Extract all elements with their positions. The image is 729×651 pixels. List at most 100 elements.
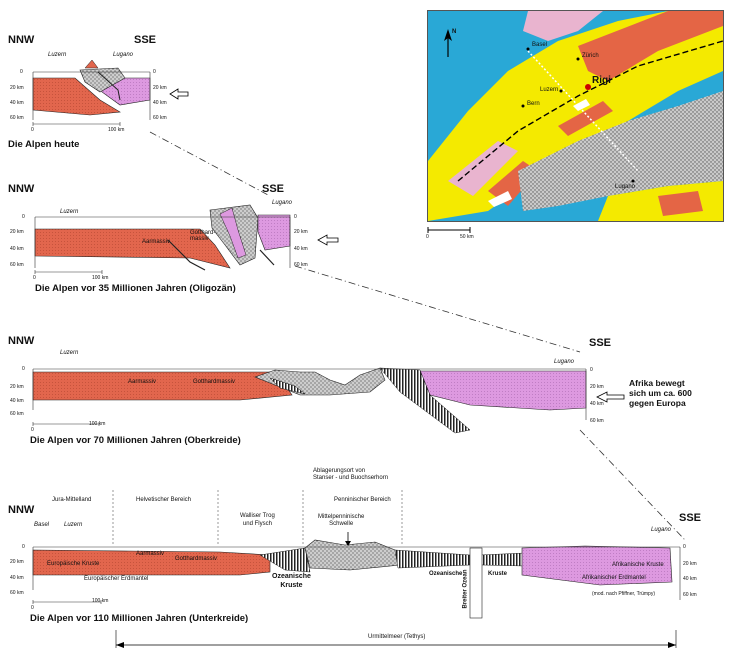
map-scale-label: 50 km	[460, 234, 474, 240]
depth-tick: 40 km	[590, 401, 604, 407]
crust-africa-label: Afrikanische Kruste	[612, 562, 664, 568]
panel1-caption: Die Alpen heute	[8, 139, 79, 150]
depth-tick: 20 km	[10, 85, 24, 91]
panel4-town-luzern: Luzern	[64, 522, 82, 528]
depth-tick: 0	[153, 69, 156, 75]
depth-tick: 60 km	[683, 592, 697, 598]
panel3-town-left: Luzern	[60, 350, 78, 356]
panel1-right-dir: SSE	[134, 34, 156, 46]
massif2-label: Gotthardmassiv	[175, 556, 217, 562]
depth-tick: 60 km	[153, 115, 167, 121]
panel4-caption: Die Alpen vor 110 Millionen Jahren (Unte…	[30, 613, 248, 624]
panel1-left-dir: NNW	[8, 34, 34, 46]
panel2-massif2: Gotthard- massiv	[190, 230, 215, 242]
crust-europe-70	[33, 372, 292, 400]
section-110-ma	[33, 490, 680, 618]
depth-tick: 40 km	[10, 246, 24, 252]
panel2-town-right: Lugano	[272, 200, 292, 206]
map-place-bern: Bern	[527, 101, 540, 107]
crust-europe-label: Europäische Kruste	[47, 561, 99, 567]
map-place-zurich: Zürich	[582, 53, 599, 59]
depth-tick: 40 km	[10, 398, 24, 404]
depth-tick: 0	[683, 544, 686, 550]
panel3-left-dir: NNW	[8, 335, 34, 347]
timeline-label: Urmittelmeer (Tethys)	[368, 634, 425, 640]
section-today	[33, 60, 150, 126]
depth-tick: 60 km	[10, 590, 24, 596]
zone-mittelpenninisch: Mittelpenninische Schwelle	[318, 514, 364, 528]
scale-label: 100 km	[108, 127, 124, 133]
depth-tick: 20 km	[10, 559, 24, 565]
panel4-right-dir: SSE	[679, 512, 701, 524]
broad-ocean-label: Breiter Ozean	[463, 569, 469, 608]
depth-tick: 0	[22, 366, 25, 372]
depth-tick: 20 km	[683, 561, 697, 567]
ocean-crust-110-b	[395, 550, 470, 568]
zone-helvetic: Helvetischer Bereich	[136, 497, 191, 503]
depth-tick: 20 km	[294, 229, 308, 235]
panel2-left-dir: NNW	[8, 183, 34, 195]
panel2-town-left: Luzern	[60, 209, 78, 215]
zone-walliser: Walliser Trog und Flysch	[240, 512, 275, 528]
depth-tick: 0	[20, 69, 23, 75]
depth-tick: 0	[22, 544, 25, 550]
oceanic-label: Ozeanische	[429, 571, 462, 577]
africa-crust-70	[420, 371, 586, 410]
depth-tick: 20 km	[10, 229, 24, 235]
panel4-left-dir: NNW	[8, 504, 34, 516]
depth-tick: 20 km	[10, 384, 24, 390]
panel3-massif2: Gotthardmassiv	[193, 379, 235, 385]
scale-zero: 0	[31, 605, 34, 611]
depth-tick: 40 km	[10, 100, 24, 106]
depth-tick: 60 km	[10, 115, 24, 121]
africa-crust-35	[258, 215, 290, 250]
map-scale-zero: 0	[426, 234, 429, 240]
depth-tick: 20 km	[590, 384, 604, 390]
depth-tick: 60 km	[10, 411, 24, 417]
depth-tick: 60 km	[294, 262, 308, 268]
ocean-crust-110-a	[260, 548, 310, 572]
map-place-lugano: Lugano	[615, 184, 635, 190]
map-north-label: N	[452, 29, 456, 35]
depth-tick: 60 km	[590, 418, 604, 424]
scale-zero: 0	[31, 127, 34, 133]
depth-tick: 0	[294, 214, 297, 220]
zone-penninic: Penninischer Bereich	[334, 497, 391, 503]
kruste-label: Kruste	[488, 571, 507, 577]
oceanic-crust-label: Ozeanische Kruste	[272, 572, 311, 590]
panel1-town-right: Lugano	[113, 52, 133, 58]
panel2-massif1: Aarmassiv	[142, 239, 170, 245]
scale-label: 100 km	[92, 275, 108, 281]
panel3-caption: Die Alpen vor 70 Millionen Jahren (Oberk…	[30, 435, 241, 446]
mantle-africa-label: Afrikanischer Erdmantel	[582, 575, 646, 581]
depth-tick: 40 km	[10, 575, 24, 581]
depth-tick: 40 km	[294, 246, 308, 252]
section-70-ma	[33, 368, 586, 433]
ocean-crust-110-c	[480, 553, 525, 566]
panel4-town-lugano: Lugano	[651, 527, 671, 533]
scale-zero: 0	[33, 275, 36, 281]
panel3-town-right: Lugano	[554, 359, 574, 365]
map-place-basel: Basel	[532, 42, 547, 48]
africa-note: Afrika bewegt sich um ca. 600 gegen Euro…	[629, 378, 692, 408]
panel4-town-basel: Basel	[34, 522, 49, 528]
zone-jura-mittelland: Jura-Mittelland	[52, 497, 91, 503]
panel3-massif1: Aarmassiv	[128, 379, 156, 385]
depth-tick: 40 km	[683, 576, 697, 582]
map-rigi-label: Rigi	[592, 75, 611, 86]
credit-label: (mod. nach Pfiffner, Trümpy)	[592, 591, 655, 597]
mantle-europe-label: Europäischer Erdmantel	[84, 576, 148, 582]
depth-tick: 0	[590, 367, 593, 373]
panel3-right-dir: SSE	[589, 337, 611, 349]
scale-label: 100 km	[89, 421, 105, 427]
ocean-slab-70-b	[380, 368, 470, 433]
scale-zero: 0	[31, 427, 34, 433]
panel1-town-left: Luzern	[48, 52, 66, 58]
depth-tick: 20 km	[153, 85, 167, 91]
map-place-luzern: Luzern	[540, 87, 558, 93]
scale-label: 100 km	[92, 598, 108, 604]
deposit-label: Ablagerungsort von Stanser - und Buochse…	[313, 468, 388, 482]
ocean-slab-70-a	[270, 378, 305, 394]
panel2-caption: Die Alpen vor 35 Millionen Jahren (Oligo…	[35, 283, 236, 294]
africa-crust-today	[98, 78, 150, 105]
